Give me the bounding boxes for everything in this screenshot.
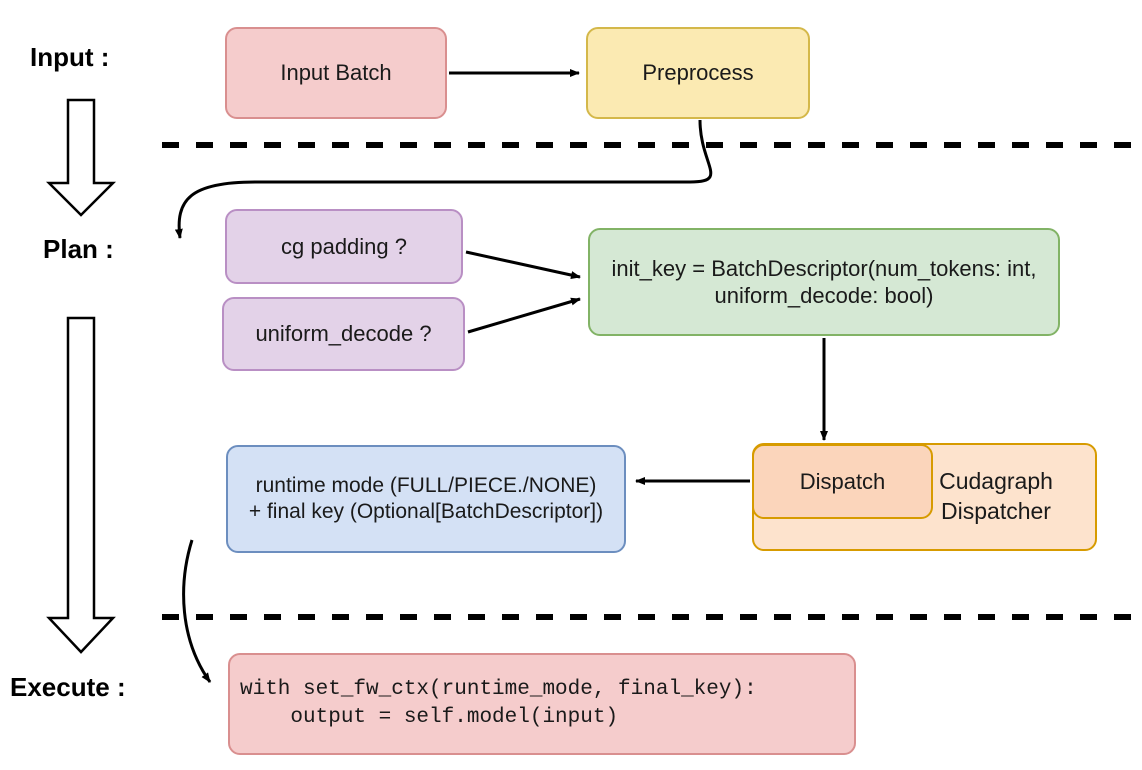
stage-label-input: Input : xyxy=(30,42,110,72)
node-runtime-mode-line1: runtime mode (FULL/PIECE./NONE) xyxy=(255,473,597,497)
edge-runtime-mode-to-exec-code xyxy=(182,539,212,683)
node-exec-code[interactable]: with set_fw_ctx(runtime_mode, final_key)… xyxy=(228,653,856,755)
node-init-key-line2: uniform_decode: bool) xyxy=(714,283,934,308)
node-init-key-line1: init_key = BatchDescriptor(num_tokens: i… xyxy=(611,255,1037,281)
node-runtime-mode-line2: + final key (Optional[BatchDescriptor]) xyxy=(248,500,604,523)
node-dispatch-label: Dispatch xyxy=(799,468,886,494)
node-cudagraph-dispatcher-line2: Dispatcher xyxy=(941,498,1051,524)
node-dispatch[interactable]: Dispatch xyxy=(752,444,933,519)
node-exec-code-line2: output = self.model(input) xyxy=(240,706,619,729)
plan-to-execute-arrow xyxy=(46,316,116,654)
node-input-batch-label: Input Batch xyxy=(280,60,392,86)
edge-uniform-decode-to-init-key xyxy=(467,297,581,334)
input-to-plan-arrow xyxy=(45,98,117,217)
node-cg-padding[interactable]: cg padding ? xyxy=(225,209,463,284)
node-cudagraph-dispatcher-text: Cudagraph Dispatcher xyxy=(911,467,1081,527)
node-uniform-decode-label: uniform_decode ? xyxy=(255,321,432,347)
node-runtime-mode-text: runtime mode (FULL/PIECE./NONE) + final … xyxy=(249,473,603,526)
node-preprocess-label: Preprocess xyxy=(642,60,754,86)
node-init-key-text: init_key = BatchDescriptor(num_tokens: i… xyxy=(612,255,1037,310)
stage-label-execute: Execute : xyxy=(10,672,126,702)
node-exec-code-text: with set_fw_ctx(runtime_mode, final_key)… xyxy=(240,676,757,733)
node-preprocess[interactable]: Preprocess xyxy=(586,27,810,119)
edge-cg-padding-to-init-key xyxy=(465,250,581,279)
node-init-key[interactable]: init_key = BatchDescriptor(num_tokens: i… xyxy=(588,228,1060,336)
node-exec-code-line1: with set_fw_ctx(runtime_mode, final_key)… xyxy=(240,677,757,701)
node-runtime-mode[interactable]: runtime mode (FULL/PIECE./NONE) + final … xyxy=(226,445,626,553)
stage-label-plan: Plan : xyxy=(43,234,114,264)
node-cudagraph-dispatcher-line1: Cudagraph xyxy=(939,468,1053,495)
node-uniform-decode[interactable]: uniform_decode ? xyxy=(222,297,465,371)
node-input-batch[interactable]: Input Batch xyxy=(225,27,447,119)
node-cg-padding-label: cg padding ? xyxy=(281,233,407,259)
